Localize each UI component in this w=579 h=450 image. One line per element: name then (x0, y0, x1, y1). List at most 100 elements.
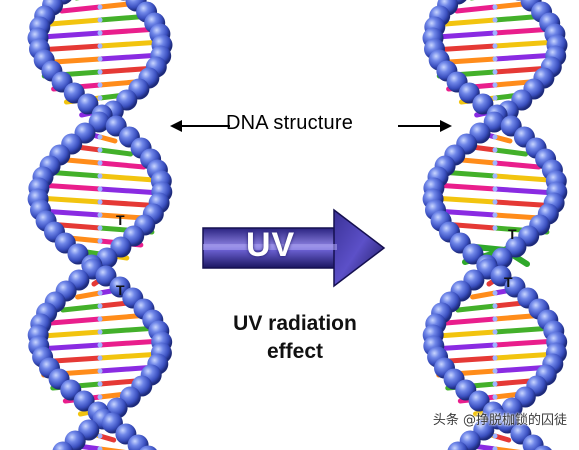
base-pair-rung (470, 290, 498, 300)
base-pair-rung (492, 147, 529, 157)
base-pair-joint (492, 446, 498, 450)
base-pair-joint (492, 329, 498, 335)
right-pointer-arrow (398, 120, 452, 132)
base-pair-joint (97, 355, 103, 361)
base-pair-rung (442, 17, 498, 27)
base-pair-rung (60, 303, 103, 313)
base-pair-rung (97, 147, 134, 157)
base-pair-joint (97, 381, 103, 387)
left-pointer-arrow (170, 120, 230, 132)
base-pair-joint (492, 4, 498, 10)
base-pair-rung (434, 30, 498, 40)
base-pair-joint (492, 290, 498, 296)
base-pair-joint (492, 160, 498, 166)
base-pair-joint (492, 394, 498, 400)
base-pair-joint (97, 30, 103, 36)
backbone-sphere (522, 434, 544, 450)
base-pair-joint (492, 433, 498, 439)
base-pair-joint (97, 186, 103, 192)
base-pair-rung (47, 17, 103, 27)
base-pair-rung (97, 186, 163, 196)
base-pair-rung (37, 182, 103, 192)
base-pair-joint (97, 238, 103, 244)
base-pair-joint (492, 186, 498, 192)
base-pair-joint (492, 69, 498, 75)
backbone-sphere (483, 111, 505, 133)
backbone-sphere (77, 93, 99, 115)
base-pair-rung (492, 173, 552, 183)
base-pair-joint (97, 225, 103, 231)
base-pair-joint (97, 69, 103, 75)
base-pair-rung (97, 160, 147, 170)
base-pair-rung (75, 290, 103, 300)
base-pair-joint (97, 160, 103, 166)
base-pair-joint (97, 82, 103, 88)
base-pair-joint (97, 173, 103, 179)
dna-helix-right (422, 0, 568, 450)
base-pair-rung (443, 316, 498, 326)
base-pair-joint (492, 368, 498, 374)
backbone-sphere (468, 390, 490, 412)
base-pair-rung (492, 134, 513, 144)
base-pair-rung (97, 39, 165, 49)
base-pair-rung (40, 329, 103, 339)
dna-structure-label: DNA structure (225, 112, 354, 134)
base-pair-joint (492, 173, 498, 179)
backbone-sphere (120, 0, 127, 1)
uv-effect-label-line2: effect (266, 340, 324, 363)
base-pair-rung (48, 316, 103, 326)
base-pair-rung (492, 160, 542, 170)
base-pair-joint (97, 43, 103, 49)
base-pair-rung (435, 329, 498, 339)
base-pair-rung (432, 182, 498, 192)
base-pair-joint (97, 433, 103, 439)
base-pair-joint (97, 199, 103, 205)
base-pair-joint (492, 199, 498, 205)
watermark-text: 头条 @挣脱枷锁的囚徒 (432, 413, 567, 428)
base-pair-joint (492, 381, 498, 387)
base-pair-joint (492, 17, 498, 23)
backbone-sphere (515, 0, 522, 1)
base-pair-joint (97, 316, 103, 322)
base-pair-joint (492, 316, 498, 322)
uv-effect-label-line1: UV radiation (233, 312, 357, 335)
backbone-sphere (447, 441, 469, 450)
base-pair-rung (39, 30, 103, 40)
base-pair-joint (97, 147, 103, 153)
base-pair-joint (492, 30, 498, 36)
base-pair-rung (97, 134, 118, 144)
base-pair-joint (97, 4, 103, 10)
base-pair-rung (492, 39, 560, 49)
thymine-label-left-bottom: T (116, 282, 125, 298)
base-pair-joint (97, 329, 103, 335)
base-pair-joint (97, 212, 103, 218)
base-pair-joint (492, 56, 498, 62)
base-pair-joint (492, 342, 498, 348)
base-pair-joint (492, 82, 498, 88)
base-pair-joint (492, 95, 498, 101)
thymine-label-right-bottom: T (504, 274, 513, 290)
base-pair-joint (97, 17, 103, 23)
base-pair-joint (97, 95, 103, 101)
base-pair-joint (492, 43, 498, 49)
base-pair-rung (492, 186, 558, 196)
thymine-label-right-top: T (508, 226, 517, 242)
base-pair-rung (59, 4, 103, 14)
base-pair-rung (454, 4, 498, 14)
backbone-sphere (534, 445, 552, 450)
base-pair-rung (492, 351, 559, 361)
base-pair-joint (97, 56, 103, 62)
base-pair-joint (97, 368, 103, 374)
backbone-sphere (88, 111, 110, 133)
base-pair-rung (455, 303, 498, 313)
thymine-label-left-top: T (116, 212, 125, 228)
base-pair-joint (492, 225, 498, 231)
backbone-sphere (52, 441, 74, 450)
base-pair-joint (97, 134, 103, 140)
backbone-sphere (127, 434, 149, 450)
base-pair-joint (492, 134, 498, 140)
base-pair-joint (492, 355, 498, 361)
uv-arrow-label: UV (246, 226, 296, 264)
backbone-sphere (139, 445, 157, 450)
